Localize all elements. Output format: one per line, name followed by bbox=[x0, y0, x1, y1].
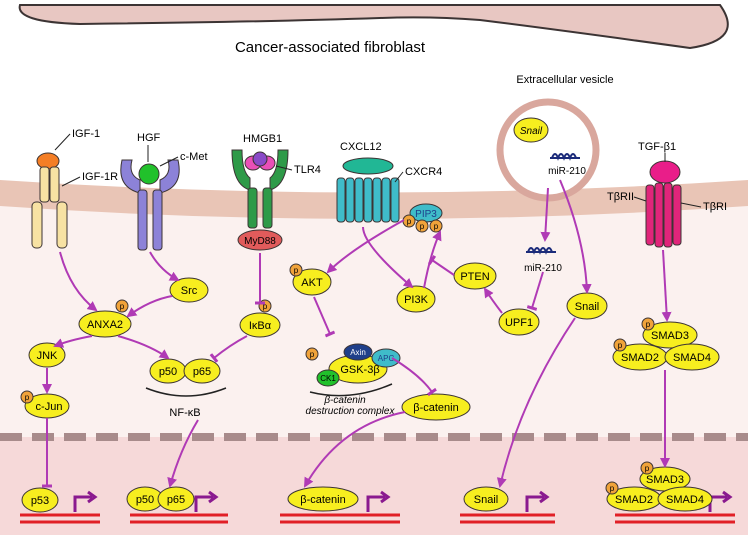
nucleus bbox=[0, 437, 748, 535]
snail-nucleus-label: Snail bbox=[474, 494, 498, 506]
svg-text:p: p bbox=[294, 266, 299, 275]
p53-nucleus bbox=[21, 487, 59, 513]
fibroblast-label: Cancer-associated fibroblast bbox=[235, 39, 426, 56]
destruction-label-2: destruction complex bbox=[306, 406, 396, 417]
hgf-label: HGF bbox=[137, 132, 161, 144]
smad2-nucleus-label: SMAD2 bbox=[615, 494, 653, 506]
inhibition-arrows bbox=[42, 253, 544, 488]
src-label: Src bbox=[181, 285, 198, 297]
svg-text:p: p bbox=[263, 302, 268, 311]
ikba-label: IκBα bbox=[249, 320, 272, 332]
jnk-label: JNK bbox=[37, 350, 58, 362]
extracellular-vesicle bbox=[496, 98, 600, 202]
vesicle-snail-label: Snail bbox=[520, 126, 543, 137]
smad4-label: SMAD4 bbox=[673, 352, 711, 364]
p65-cytoplasm bbox=[183, 358, 221, 384]
smad4-cytoplasm bbox=[664, 343, 720, 371]
hmgb1-label: HMGB1 bbox=[243, 133, 282, 145]
upf1 bbox=[498, 308, 540, 336]
snail-nucleus bbox=[463, 486, 509, 512]
tbri-label: TβRI bbox=[703, 201, 727, 213]
tlr4-label: TLR4 bbox=[294, 164, 321, 176]
ikba bbox=[239, 312, 281, 338]
igf1-label: IGF-1 bbox=[72, 128, 100, 140]
apc-label: APC bbox=[378, 354, 395, 363]
myd88 bbox=[237, 229, 283, 251]
smad3-label: SMAD3 bbox=[651, 330, 689, 342]
svg-text:p: p bbox=[646, 320, 651, 329]
gsk3b-label: GSK-3β bbox=[340, 364, 379, 376]
nfkb-label: NF-κB bbox=[169, 407, 200, 419]
p65-nucleus-label: p65 bbox=[167, 494, 185, 506]
tgfbr-receptor bbox=[645, 160, 682, 248]
cmet-receptor bbox=[120, 159, 180, 251]
akt bbox=[292, 268, 332, 296]
cmet-label: c-Met bbox=[180, 151, 208, 163]
cjun-label: c-Jun bbox=[36, 401, 63, 413]
igf1r-label: IGF-1R bbox=[82, 171, 118, 183]
p53-label: p53 bbox=[31, 495, 49, 507]
destruction-label-1: β-catenin bbox=[323, 395, 366, 406]
smad3-cytoplasm bbox=[642, 321, 698, 349]
mir210-label: miR-210 bbox=[524, 263, 562, 274]
pi3k-label: PI3K bbox=[404, 294, 429, 306]
smad2-label: SMAD2 bbox=[621, 352, 659, 364]
axin bbox=[343, 343, 373, 361]
tlr4-receptor bbox=[231, 149, 289, 251]
cxcl12-ligand bbox=[342, 157, 394, 175]
bcatenin-nucleus bbox=[287, 486, 359, 512]
bcatenin-nucleus-label: β-catenin bbox=[300, 494, 345, 506]
svg-text:p: p bbox=[25, 393, 30, 402]
svg-text:p: p bbox=[120, 302, 125, 311]
src bbox=[169, 277, 209, 303]
activation-arrows bbox=[42, 179, 672, 488]
tgfb1-label: TGF-β1 bbox=[638, 141, 676, 153]
jnk bbox=[28, 342, 66, 368]
svg-text:p: p bbox=[610, 484, 615, 493]
myd88-label: MyD88 bbox=[244, 236, 276, 247]
svg-text:p: p bbox=[407, 217, 412, 226]
pi3k bbox=[396, 285, 436, 313]
hmgb1-ligand bbox=[252, 151, 268, 167]
akt-label: AKT bbox=[301, 277, 323, 289]
axin-label: Axin bbox=[350, 348, 366, 357]
igf1r-receptor bbox=[31, 152, 68, 249]
pten-label: PTEN bbox=[460, 271, 489, 283]
p50-nucleus-label: p50 bbox=[136, 494, 154, 506]
dna-strands bbox=[20, 513, 735, 524]
ck1 bbox=[316, 369, 340, 387]
svg-text:p: p bbox=[434, 222, 439, 231]
anxa2-label: ANXA2 bbox=[87, 319, 123, 331]
cxcr4-receptor bbox=[336, 157, 400, 223]
p65-label: p65 bbox=[193, 366, 211, 378]
anxa2 bbox=[78, 310, 132, 338]
tgfb1-ligand bbox=[649, 160, 681, 184]
upf1-label: UPF1 bbox=[505, 317, 533, 329]
apc bbox=[371, 348, 401, 368]
bcatenin-cytoplasm-label: β-catenin bbox=[413, 402, 458, 414]
vesicle-mir210-label: miR-210 bbox=[548, 166, 586, 177]
pten bbox=[453, 262, 497, 290]
svg-text:p: p bbox=[645, 464, 650, 473]
vesicle-snail bbox=[513, 117, 549, 143]
smad4-nucleus bbox=[657, 486, 713, 512]
smad3-nucleus-label: SMAD3 bbox=[646, 474, 684, 486]
snail-cytoplasm-label: Snail bbox=[575, 301, 599, 313]
vesicle-label: Extracellular vesicle bbox=[516, 74, 613, 86]
pip3-label: PIP3 bbox=[415, 209, 437, 220]
hgf-ligand bbox=[138, 163, 160, 185]
tbrii-label: TβRII bbox=[607, 191, 634, 203]
smad4-nucleus-label: SMAD4 bbox=[666, 494, 704, 506]
svg-text:p: p bbox=[618, 341, 623, 350]
fibroblast-cell bbox=[18, 4, 729, 50]
svg-text:p: p bbox=[310, 350, 315, 359]
p50-label: p50 bbox=[159, 366, 177, 378]
cxcl12-label: CXCL12 bbox=[340, 141, 382, 153]
ck1-label: CK1 bbox=[320, 374, 336, 383]
cxcr4-label: CXCR4 bbox=[405, 166, 442, 178]
svg-text:p: p bbox=[420, 222, 425, 231]
